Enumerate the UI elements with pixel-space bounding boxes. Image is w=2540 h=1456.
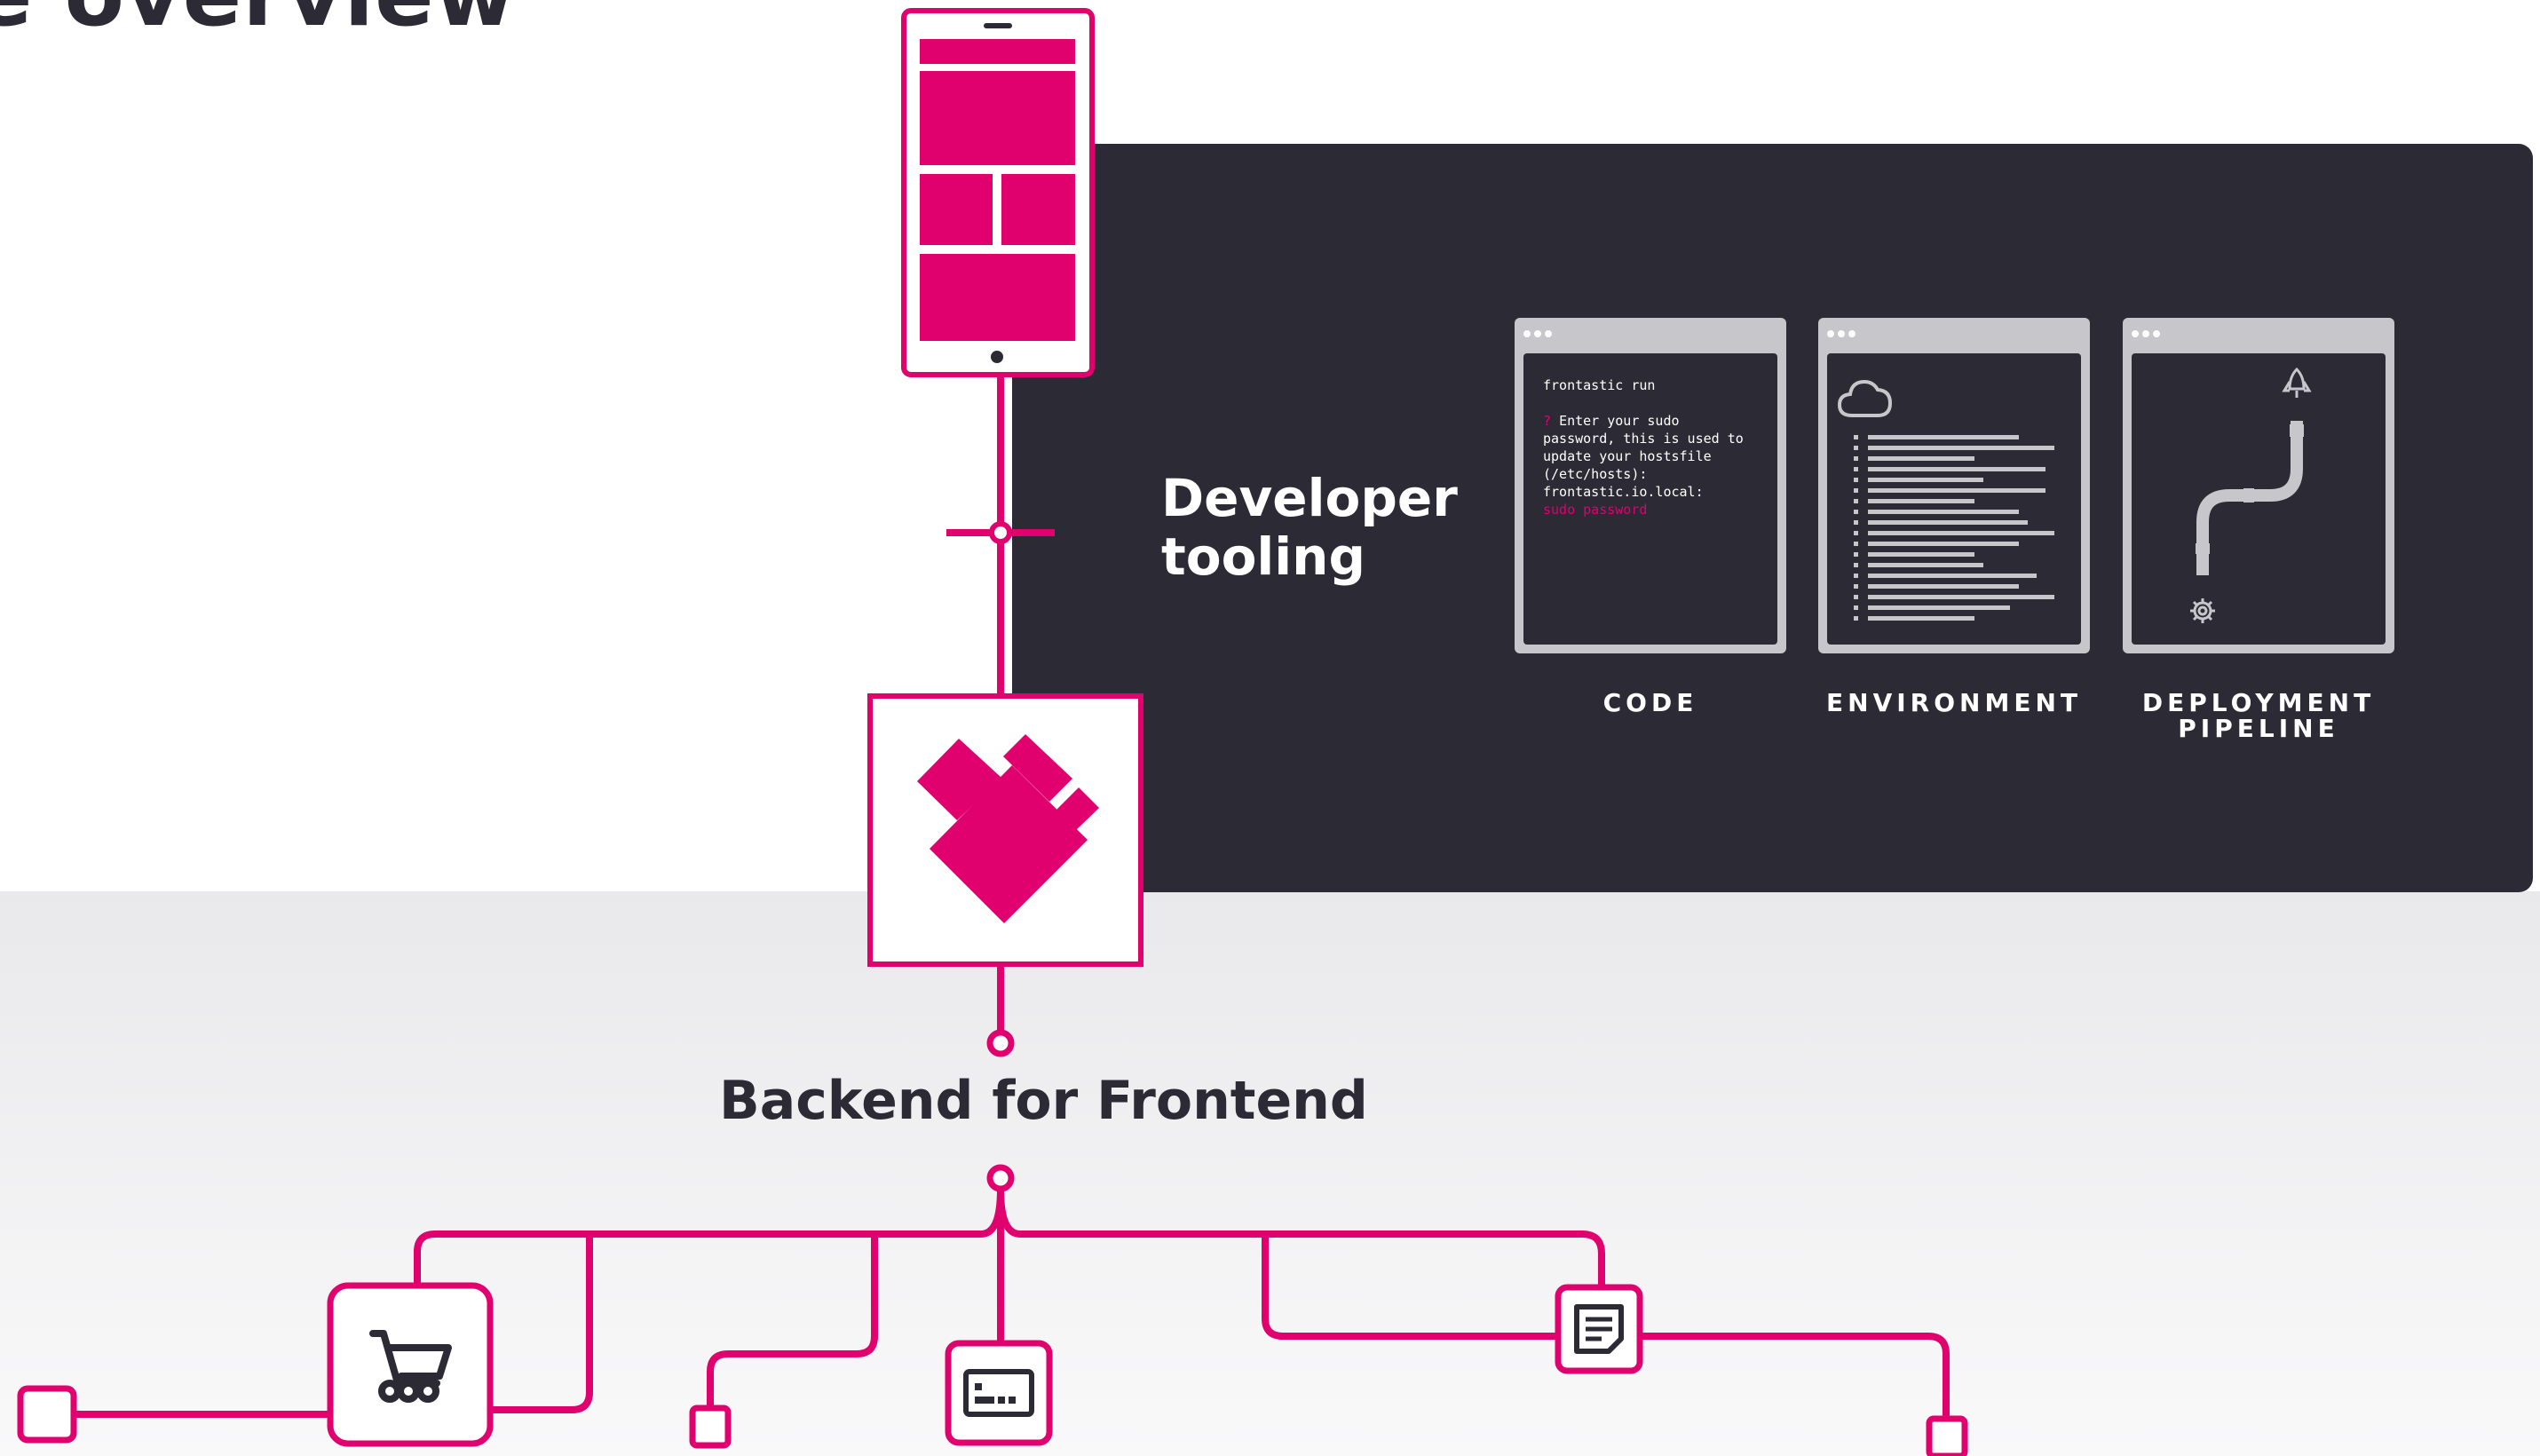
developer-tooling-title: Developer tooling — [1161, 468, 1458, 587]
log-line-marker — [1854, 510, 1858, 514]
log-line — [1868, 574, 2037, 578]
environment-graphic — [1837, 379, 2054, 621]
log-line — [1868, 456, 1974, 461]
log-line — [1868, 520, 2028, 525]
log-line-marker — [1854, 574, 1858, 578]
environment-label: ENVIRONMENT — [1826, 688, 2082, 717]
log-line-marker — [1854, 499, 1858, 503]
log-line — [1868, 488, 2045, 493]
log-line — [1868, 595, 2054, 599]
page-title: e overview — [0, 0, 516, 46]
log-line-marker — [1854, 520, 1858, 525]
endpoint-square-center-left — [689, 1405, 732, 1449]
log-line — [1868, 616, 1974, 621]
log-line-marker — [1854, 563, 1858, 567]
log-line — [1868, 605, 2010, 610]
deployment-pipeline-label: DEPLOYMENT PIPELINE — [2141, 688, 2376, 743]
deployment-screen — [2132, 353, 2386, 645]
prompt-line: update your hostsfile — [1543, 448, 1712, 464]
backend-for-frontend-title: Backend for Frontend — [719, 1070, 1368, 1132]
log-line-marker — [1854, 542, 1858, 546]
log-line-marker — [1854, 605, 1858, 610]
log-line — [1868, 435, 2019, 439]
pipe-joint — [2196, 543, 2210, 554]
rocket-icon — [2282, 367, 2312, 398]
content-document-icon — [1555, 1284, 1643, 1374]
window-controls — [1523, 330, 1552, 337]
log-line-marker — [1854, 467, 1858, 471]
log-line — [1868, 499, 1974, 503]
log-line-marker — [1854, 552, 1858, 557]
code-label: CODE — [1602, 688, 1698, 717]
log-line-marker — [1854, 446, 1858, 450]
environment-text-lines — [1854, 435, 2054, 621]
log-line — [1868, 510, 2019, 514]
terminal-output: frontastic run ? Enter your sudo passwor… — [1543, 376, 1744, 518]
window-controls — [2132, 330, 2160, 337]
log-line — [1868, 552, 1974, 557]
terminal-command: frontastic run — [1543, 377, 1656, 393]
search-terminal-icon — [945, 1340, 1053, 1446]
log-line-marker — [1854, 595, 1858, 599]
log-line-marker — [1854, 456, 1858, 461]
terminal-screen: frontastic run ? Enter your sudo passwor… — [1523, 353, 1777, 645]
log-line-marker — [1854, 616, 1858, 621]
log-line — [1868, 478, 1983, 482]
cloud-icon — [1837, 379, 1893, 417]
pipe-joint — [2243, 488, 2254, 502]
log-line-marker — [1854, 478, 1858, 482]
gear-icon — [2190, 598, 2215, 623]
prompt-line: frontastic.io.local: — [1543, 484, 1704, 500]
environment-window — [1818, 318, 2090, 653]
log-line-marker — [1854, 488, 1858, 493]
endpoint-square-left — [17, 1385, 77, 1444]
log-line — [1868, 531, 2054, 535]
deployment-graphic — [2190, 367, 2312, 623]
window-controls — [1827, 330, 1856, 337]
prompt-line: (/etc/hosts): — [1543, 466, 1648, 482]
log-line-marker — [1854, 531, 1858, 535]
deployment-window — [2123, 318, 2394, 653]
log-line — [1868, 542, 2019, 546]
pipe-joint — [2290, 424, 2304, 437]
prompt-line: Enter your sudo — [1559, 413, 1680, 429]
log-line — [1868, 563, 1983, 567]
environment-screen — [1827, 353, 2081, 645]
log-line-marker — [1854, 435, 1858, 439]
prompt-symbol: ? — [1543, 413, 1552, 429]
endpoint-square-right — [1926, 1415, 1968, 1456]
log-line — [1868, 584, 2019, 589]
password-placeholder: sudo password — [1543, 502, 1648, 518]
code-window: frontastic run ? Enter your sudo passwor… — [1515, 318, 1786, 653]
prompt-line: password, this is used to — [1543, 431, 1744, 447]
log-line-marker — [1854, 584, 1858, 589]
log-line — [1868, 467, 2045, 471]
shopping-cart-icon — [327, 1282, 494, 1447]
log-line — [1868, 446, 2054, 450]
